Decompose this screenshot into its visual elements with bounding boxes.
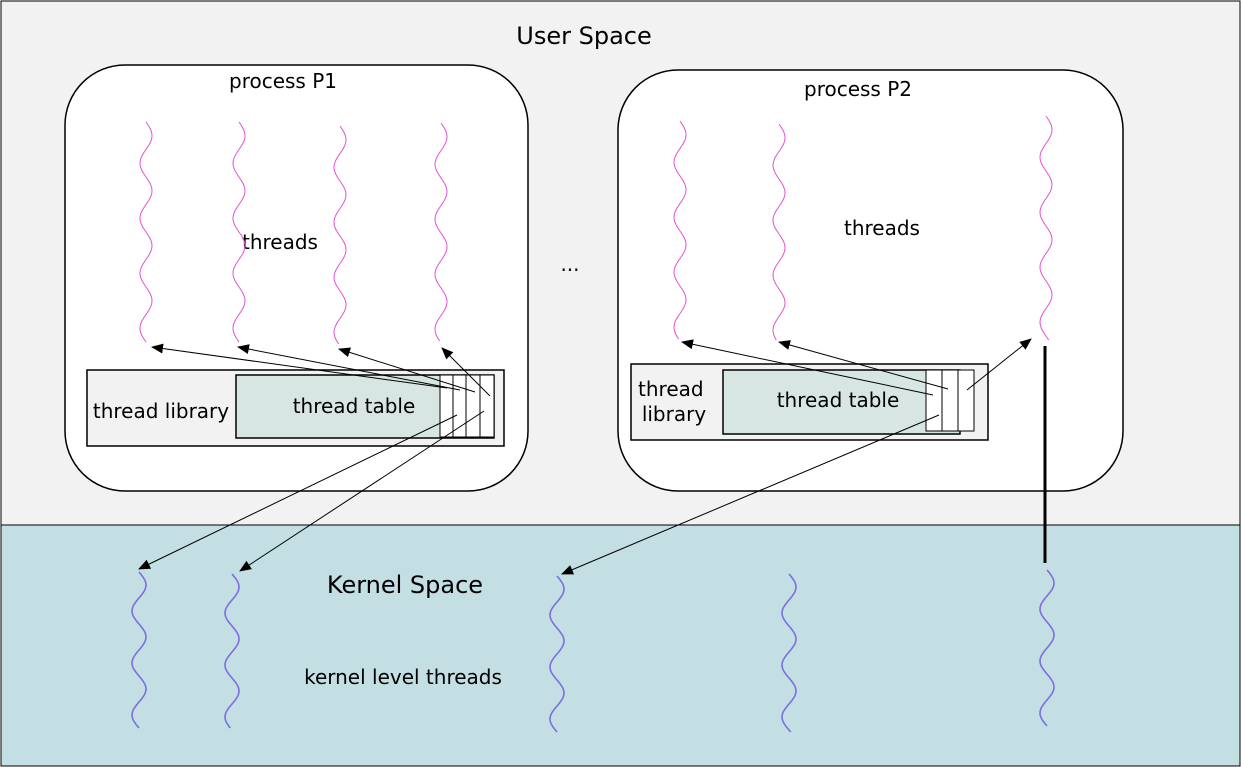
process-p1-threads-label: threads (242, 230, 318, 254)
p2-arrow-thread-3 (966, 338, 1032, 391)
user-thread (772, 123, 786, 341)
kernel-thread (131, 571, 147, 729)
user-thread (333, 125, 347, 345)
p1-arrow-thread-4 (441, 347, 491, 397)
table-entry (479, 374, 495, 438)
user-threads (139, 115, 1053, 345)
user-thread (434, 122, 448, 342)
table-entry (957, 369, 975, 432)
p1-arrow-thread-2 (237, 344, 461, 391)
kernel-space-title: Kernel Space (327, 571, 483, 599)
kernel-threads-label: kernel level threads (304, 665, 502, 689)
kernel-thread (549, 575, 565, 733)
process-p2-library-label: thread library (638, 377, 710, 426)
process-p2-table-label: thread table (777, 388, 900, 412)
user-thread (232, 121, 246, 343)
process-p1-table-entries (439, 374, 495, 438)
p1-arrow-kernel-2 (239, 410, 485, 572)
mapping-arrows (138, 338, 1032, 575)
process-p1-title: process P1 (229, 69, 337, 93)
process-p2-library-label-line2: library (642, 402, 707, 426)
p1-arrow-thread-1 (151, 343, 448, 389)
table-entry (925, 369, 943, 432)
process-p1-library-label: thread library (93, 399, 229, 423)
kernel-thread (1039, 569, 1055, 727)
p2-arrow-kernel-1 (561, 414, 940, 575)
p2-arrow-thread-1 (681, 339, 934, 396)
process-p2: process P2 threads thread library thread… (617, 69, 1124, 492)
table-entry (452, 374, 467, 438)
p1-arrow-kernel-1 (138, 414, 458, 570)
p2-arrow-thread-2 (778, 340, 949, 390)
ellipsis: ... (560, 252, 579, 276)
user-thread (1039, 115, 1053, 341)
p1-arrow-thread-3 (338, 347, 476, 393)
table-entry (941, 369, 959, 432)
process-p1-table-label: thread table (293, 394, 416, 418)
process-p2-threads-label: threads (844, 216, 920, 240)
kernel-thread (224, 573, 240, 729)
user-space-title: User Space (516, 22, 651, 50)
process-p2-table-entries (925, 369, 975, 432)
process-p2-library-label-line1: thread (638, 377, 704, 401)
kernel-threads (131, 569, 1055, 733)
process-p1: process P1 threads thread library thread… (64, 64, 529, 492)
user-thread (673, 120, 687, 340)
kernel-space-region (0, 524, 1241, 767)
kernel-thread (781, 573, 797, 733)
process-p2-title: process P2 (804, 77, 912, 101)
user-thread (139, 121, 153, 343)
